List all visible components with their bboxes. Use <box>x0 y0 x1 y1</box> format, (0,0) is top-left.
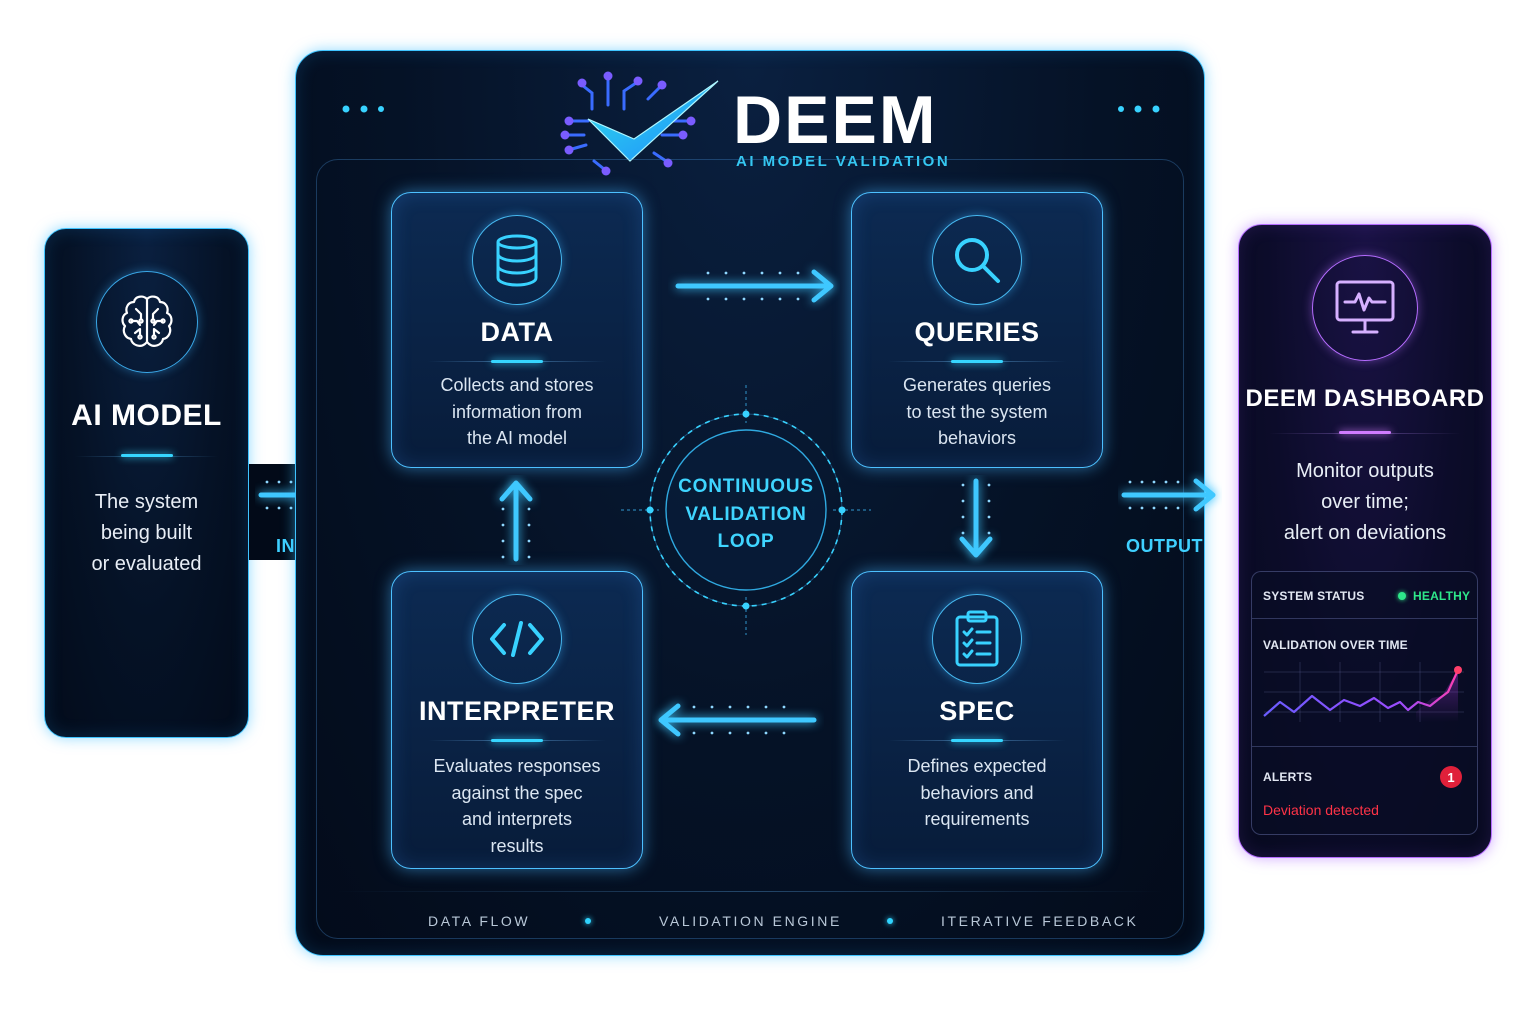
data-title: DATA <box>480 317 554 347</box>
title-accent <box>1339 431 1391 434</box>
title-accent <box>120 454 173 457</box>
ai-model-panel: AI MODEL The system being built or evalu… <box>44 228 249 738</box>
loop-ring-icon <box>621 385 871 635</box>
alert-message: Deviation detected <box>1263 802 1379 818</box>
dashboard-title: DEEM DASHBOARD <box>1245 385 1485 412</box>
alerts-label: ALERTS <box>1263 770 1313 784</box>
footer-separator-dot <box>585 918 591 924</box>
validation-panel: DEEM AI MODEL VALIDATION DATA Collects a… <box>295 50 1205 956</box>
spec-description: Defines expected behaviors and requireme… <box>907 756 1047 829</box>
interpreter-card: INTERPRETER Evaluates responses against … <box>391 571 643 869</box>
brand-tagline: AI MODEL VALIDATION <box>736 153 951 170</box>
footer-item-validation-engine: VALIDATION ENGINE <box>659 913 842 929</box>
queries-title: QUERIES <box>914 317 1040 347</box>
divider <box>1252 618 1477 619</box>
status-dot-icon <box>1398 592 1406 600</box>
dashboard-panel: DEEM DASHBOARD Monitor outputs over time… <box>1238 224 1492 858</box>
dashboard-description: Monitor outputs over time; alert on devi… <box>1283 460 1447 544</box>
alerts-count-badge[interactable]: 1 <box>1440 766 1462 788</box>
inner-frame <box>316 159 1184 939</box>
title-accent <box>951 360 1003 363</box>
title-accent <box>491 360 543 363</box>
validation-sparkline <box>1263 662 1464 722</box>
brand-name: DEEM <box>733 82 938 158</box>
divider <box>1252 746 1477 747</box>
footer-item-iterative-feedback: ITERATIVE FEEDBACK <box>941 913 1139 929</box>
ai-model-description: The system being built or evaluated <box>91 491 202 575</box>
database-icon <box>472 215 562 305</box>
footer-item-data-flow: DATA FLOW <box>428 913 531 929</box>
search-icon <box>932 215 1022 305</box>
interpreter-title: INTERPRETER <box>418 696 616 726</box>
chart-label: VALIDATION OVER TIME <box>1263 638 1408 652</box>
validation-loop: CONTINUOUS VALIDATION LOOP <box>619 383 873 637</box>
data-to-queries-arrow <box>675 269 834 303</box>
system-status-label: SYSTEM STATUS <box>1263 589 1365 603</box>
brain-icon <box>95 271 198 373</box>
header-dots-right <box>1004 105 1160 113</box>
queries-description: Generates queries to test the system beh… <box>902 375 1052 448</box>
queries-to-spec-arrow <box>959 478 993 558</box>
footer-separator-dot <box>887 918 893 924</box>
title-accent <box>951 739 1003 742</box>
interpreter-to-data-arrow <box>499 480 533 562</box>
monitor-pulse-icon <box>1312 255 1418 361</box>
input-connector <box>249 464 295 560</box>
spec-to-interpreter-arrow <box>658 703 817 737</box>
dashboard-widget: SYSTEM STATUS HEALTHY VALIDATION OVER TI… <box>1251 571 1478 835</box>
spec-title: SPEC <box>939 696 1015 726</box>
loop-label: CONTINUOUS VALIDATION LOOP <box>678 476 814 552</box>
status-badge: HEALTHY <box>1413 589 1471 603</box>
footer-divider <box>336 891 1164 892</box>
header-dots-left <box>342 105 498 113</box>
deem-logo-icon <box>560 71 719 176</box>
title-accent <box>491 739 543 742</box>
ai-model-title: AI MODEL <box>71 399 222 432</box>
output-arrow <box>1121 478 1216 512</box>
output-label: OUTPUT <box>1126 536 1203 556</box>
code-icon <box>472 594 562 684</box>
queries-card: QUERIES Generates queries to test the sy… <box>851 192 1103 468</box>
clipboard-checklist-icon <box>932 594 1022 684</box>
interpreter-description: Evaluates responses against the spec and… <box>433 756 601 856</box>
spec-card: SPEC Defines expected behaviors and requ… <box>851 571 1103 869</box>
data-card: DATA Collects and stores information fro… <box>391 192 643 468</box>
data-description: Collects and stores information from the… <box>440 375 594 448</box>
